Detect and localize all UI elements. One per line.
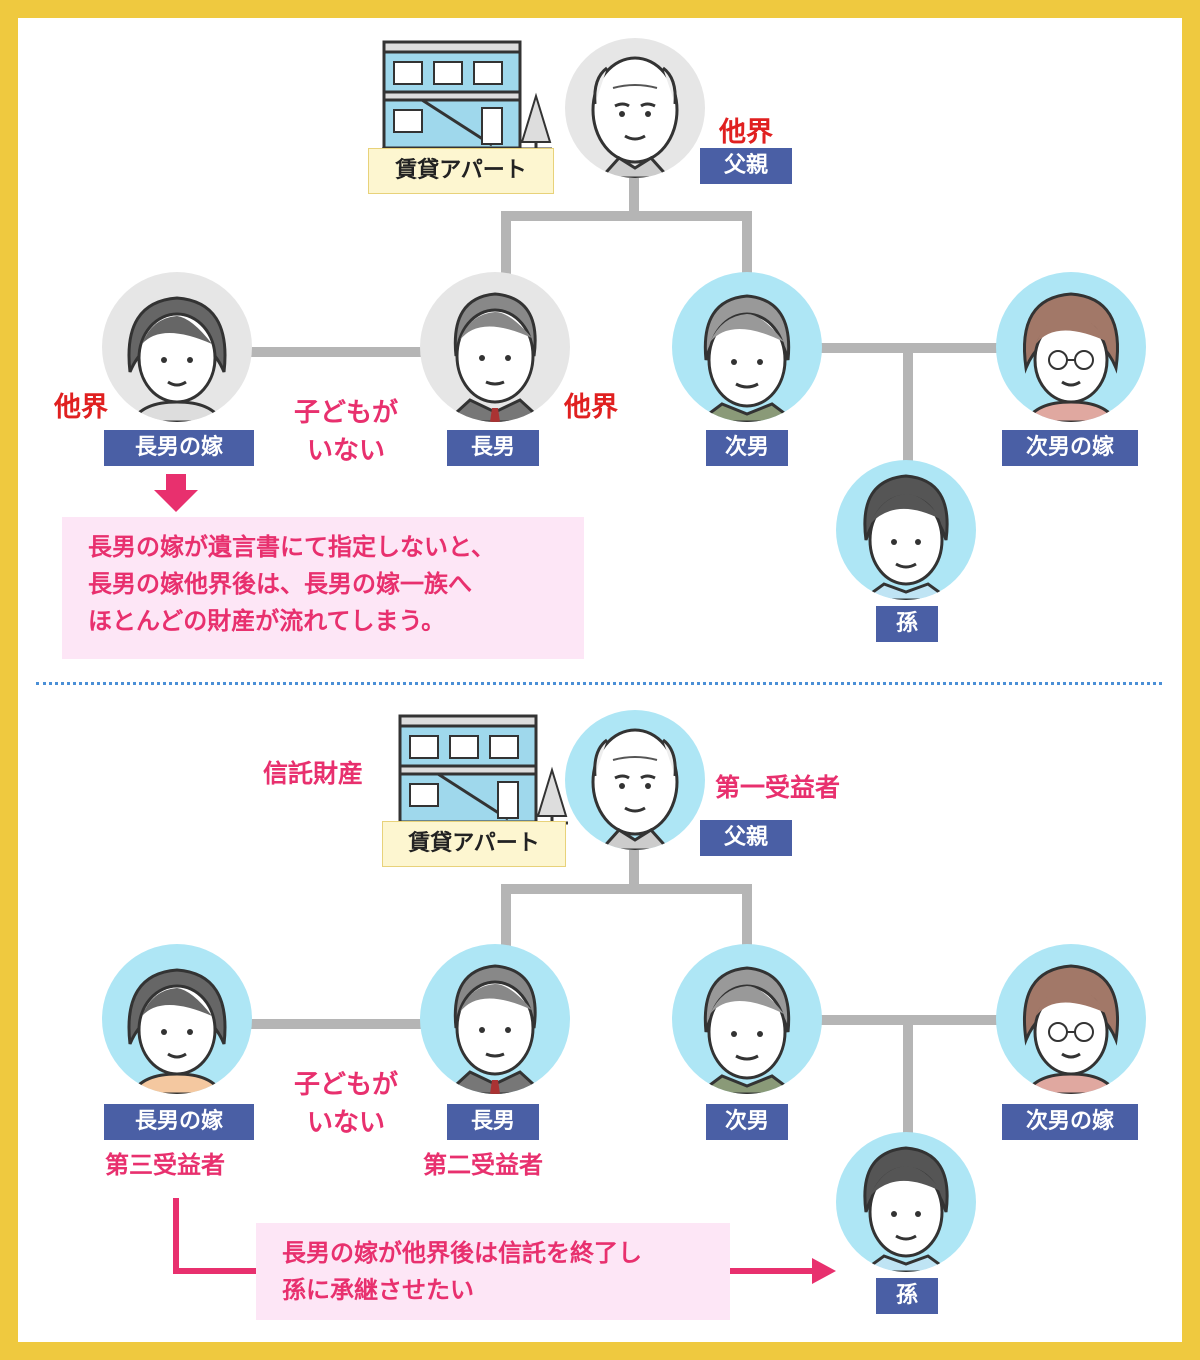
eldest-son-avatar bbox=[420, 272, 570, 422]
man-icon bbox=[672, 272, 822, 422]
plan-note: 長男の嫁が他界後は信託を終了し 孫に承継させたい bbox=[256, 1223, 730, 1320]
eldest-son-status: 他界 bbox=[564, 385, 618, 424]
grandchild-label: 孫 bbox=[876, 1278, 938, 1314]
second-son-label: 次男 bbox=[706, 430, 788, 466]
apartment-label: 賃貸アパート bbox=[382, 821, 566, 867]
woman-icon bbox=[996, 944, 1146, 1094]
elderly-man-icon bbox=[565, 710, 705, 850]
second-son-avatar bbox=[672, 272, 822, 422]
trust-property-label: 信託財産 bbox=[263, 754, 363, 790]
no-children-note: 子どもが いない bbox=[268, 394, 424, 470]
apartment-building-icon bbox=[398, 714, 568, 826]
second-son-label: 次男 bbox=[706, 1104, 788, 1140]
eldest-son-wife-label: 長男の嫁 bbox=[104, 1104, 254, 1140]
diagram-frame: 賃貸アパート 他界 父親 他界 長男の嫁 子どもが いない bbox=[18, 18, 1182, 1342]
elderly-man-icon bbox=[565, 38, 705, 178]
woman-icon bbox=[996, 272, 1146, 422]
note-line: 孫に承継させたい bbox=[282, 1272, 704, 1309]
eldest-son-label: 長男 bbox=[447, 1104, 539, 1140]
eldest-son-label: 長男 bbox=[447, 430, 539, 466]
no-children-note: 子どもが いない bbox=[268, 1066, 424, 1142]
father-label: 父親 bbox=[700, 820, 792, 856]
second-son-wife-label: 次男の嫁 bbox=[1002, 430, 1138, 466]
note-line: ほとんどの財産が流れてしまう。 bbox=[88, 603, 558, 640]
grandchild-avatar bbox=[836, 460, 976, 600]
second-son-wife-avatar bbox=[996, 272, 1146, 422]
father-label: 父親 bbox=[700, 148, 792, 184]
boy-icon bbox=[836, 1132, 976, 1272]
father-status: 他界 bbox=[719, 110, 773, 149]
apartment-label: 賃貸アパート bbox=[368, 148, 554, 194]
warning-note: 長男の嫁が遺言書にて指定しないと、 長男の嫁他界後は、長男の嫁一族へ ほとんどの… bbox=[62, 517, 584, 659]
woman-icon bbox=[102, 944, 252, 1094]
boy-icon bbox=[836, 460, 976, 600]
eldest-son-avatar bbox=[420, 944, 570, 1094]
man-icon bbox=[420, 944, 570, 1094]
note-line: 長男の嫁が遺言書にて指定しないと、 bbox=[88, 529, 558, 566]
grandchild-label: 孫 bbox=[876, 606, 938, 642]
father-avatar bbox=[565, 38, 705, 178]
second-son-wife-avatar bbox=[996, 944, 1146, 1094]
eldest-son-wife-role: 第三受益者 bbox=[105, 1145, 225, 1180]
man-icon bbox=[672, 944, 822, 1094]
right-arrow-head-icon bbox=[812, 1258, 836, 1284]
apartment-building-icon bbox=[382, 40, 552, 152]
father-avatar bbox=[565, 710, 705, 850]
grandchild-avatar bbox=[836, 1132, 976, 1272]
no-children-line: いない bbox=[268, 432, 424, 470]
eldest-son-wife-label: 長男の嫁 bbox=[104, 430, 254, 466]
no-children-line: 子どもが bbox=[268, 1066, 424, 1104]
no-children-line: 子どもが bbox=[268, 394, 424, 432]
eldest-son-role: 第二受益者 bbox=[423, 1145, 543, 1180]
woman-icon bbox=[102, 272, 252, 422]
man-icon bbox=[420, 272, 570, 422]
father-role: 第一受益者 bbox=[715, 768, 840, 804]
note-line: 長男の嫁他界後は、長男の嫁一族へ bbox=[88, 566, 558, 603]
down-arrow-icon bbox=[154, 474, 198, 512]
eldest-son-wife-avatar bbox=[102, 944, 252, 1094]
note-line: 長男の嫁が他界後は信託を終了し bbox=[282, 1235, 704, 1272]
second-son-avatar bbox=[672, 944, 822, 1094]
eldest-son-wife-status: 他界 bbox=[54, 385, 108, 424]
no-children-line: いない bbox=[268, 1104, 424, 1142]
second-son-wife-label: 次男の嫁 bbox=[1002, 1104, 1138, 1140]
section-divider bbox=[36, 682, 1162, 685]
eldest-son-wife-avatar bbox=[102, 272, 252, 422]
connector-lines bbox=[18, 18, 1182, 1342]
